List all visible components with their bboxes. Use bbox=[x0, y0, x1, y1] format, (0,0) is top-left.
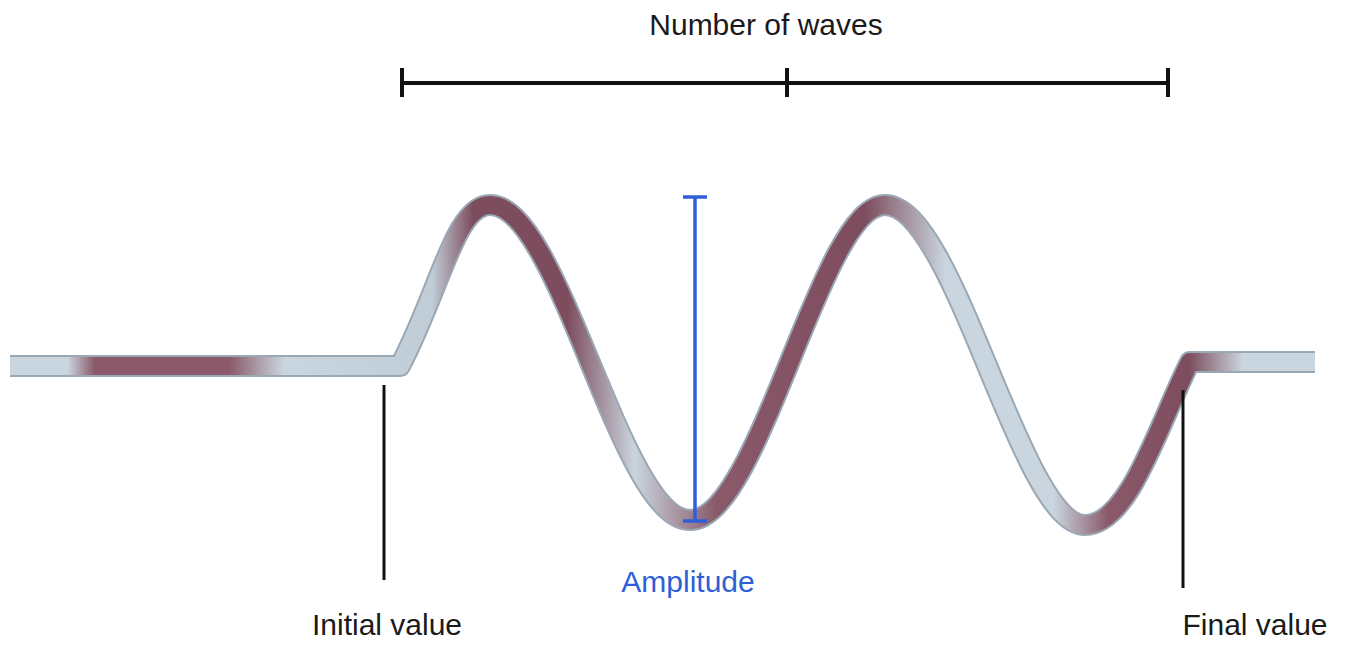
waves-bracket bbox=[402, 68, 1168, 97]
amplitude-bar bbox=[683, 197, 707, 521]
bracket-label: Number of waves bbox=[649, 8, 882, 43]
initial-value-label: Initial value bbox=[312, 608, 462, 643]
strip-edge bbox=[10, 205, 1315, 525]
final-value-label: Final value bbox=[1182, 608, 1327, 643]
wave-strip bbox=[10, 205, 1315, 525]
leader-line bbox=[384, 385, 1183, 588]
amplitude-label: Amplitude bbox=[621, 565, 754, 600]
